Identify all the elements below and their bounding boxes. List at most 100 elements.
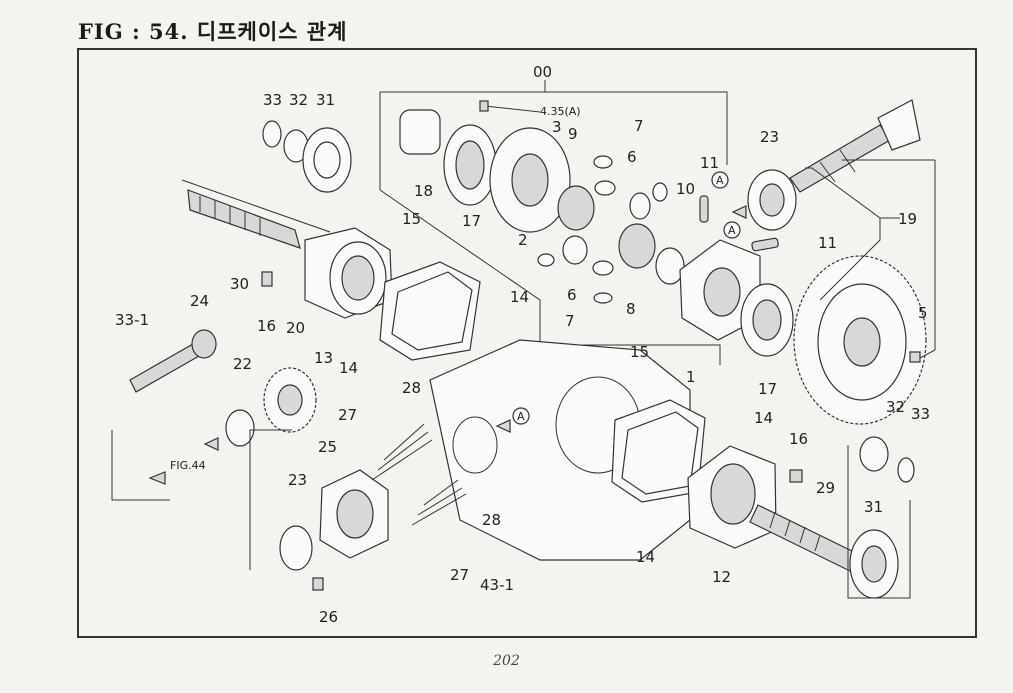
bracket-00 <box>379 80 728 190</box>
callout-16-right: 16 <box>789 430 808 448</box>
callout-27-top: 27 <box>338 406 357 424</box>
marker-a-upper <box>711 171 729 189</box>
arrow-left <box>203 437 219 451</box>
part-26-bolt <box>312 577 324 591</box>
callout-18: 18 <box>414 182 433 200</box>
callout-6-top: 6 <box>627 148 637 166</box>
part-19-ring-gear-bore <box>843 317 881 367</box>
part-19-pinion-head <box>877 99 921 151</box>
callout-14-bottom: 14 <box>636 548 655 566</box>
leader-30 <box>181 179 331 233</box>
callout-26: 26 <box>319 608 338 626</box>
part-30-splines <box>199 196 261 236</box>
callout-32-bottom: 32 <box>886 398 905 416</box>
part-17-bearing-lower-inner <box>752 299 782 341</box>
part-43-1-port <box>452 416 498 474</box>
leader-19 <box>805 167 900 301</box>
part-7-washer-right <box>652 182 668 202</box>
arrow-fig44 <box>148 471 166 485</box>
callout-4-35a: 4.35(A) <box>540 105 581 118</box>
callout-14-top: 14 <box>510 288 529 306</box>
marker-a-center <box>512 407 530 425</box>
part-8-side-gear <box>618 223 656 269</box>
diagram-frame <box>77 48 977 638</box>
part-33-snap-ring <box>262 120 282 148</box>
part-4-bolt-head <box>479 100 489 112</box>
marker-a-upper-label: A <box>716 174 724 187</box>
callout-22: 22 <box>233 355 252 373</box>
part-10-washer <box>655 247 685 285</box>
part-6-pinion-right <box>629 192 651 220</box>
part-22-seal <box>225 409 255 447</box>
part-31-bearing-inner <box>313 141 341 179</box>
part-14-gasket-upper-b <box>391 271 473 351</box>
callout-2: 2 <box>518 231 528 249</box>
arrow-right <box>731 205 747 219</box>
marker-a-right-label: A <box>728 224 736 237</box>
part-6-pinion-top <box>593 155 613 169</box>
part-33-snap-ring-lower <box>897 457 915 483</box>
callout-9: 9 <box>568 125 578 143</box>
part-11-pin-lower <box>751 237 779 252</box>
part-6-pinion-bottom <box>592 260 614 276</box>
callout-24: 24 <box>190 292 209 310</box>
part-16-bolt <box>261 271 273 287</box>
arrow-center <box>495 419 511 433</box>
part-20-gear-hub <box>277 384 303 416</box>
part-19-splines <box>819 149 856 183</box>
callout-17-bottom: 17 <box>758 380 777 398</box>
part-6-pinion-left <box>562 235 588 265</box>
callout-5: 5 <box>918 304 928 322</box>
callout-3: 3 <box>552 118 562 136</box>
callout-17-top: 17 <box>462 212 481 230</box>
callout-14-left: 14 <box>339 359 358 377</box>
callout-16-left: 16 <box>257 317 276 335</box>
callout-7-bottom: 7 <box>565 312 575 330</box>
callout-7-top: 7 <box>634 117 644 135</box>
callout-8: 8 <box>626 300 636 318</box>
part-5-nut <box>909 351 921 363</box>
part-29-splines <box>769 511 821 552</box>
part-27-shims-lower <box>411 479 467 526</box>
part-18-pinion <box>399 109 441 155</box>
part-9-side-gear <box>557 185 595 231</box>
callout-25: 25 <box>318 438 337 456</box>
bracket-right <box>842 159 936 359</box>
callout-28-bottom: 28 <box>482 511 501 529</box>
part-11-pin-upper <box>699 195 709 223</box>
callout-23-top: 23 <box>760 128 779 146</box>
part-27-shims-upper <box>371 423 433 481</box>
part-31-bearing-lower-inner <box>861 545 887 583</box>
part-19-pinion-shaft <box>789 124 891 193</box>
part-6-pinion <box>594 180 616 196</box>
callout-10: 10 <box>676 180 695 198</box>
callout-12: 12 <box>712 568 731 586</box>
callout-30: 30 <box>230 275 249 293</box>
callout-27-bottom: 27 <box>450 566 469 584</box>
callout-13: 13 <box>314 349 333 367</box>
part-1-hub <box>703 267 741 317</box>
bracket-lower-right <box>847 445 911 599</box>
callout-00: 00 <box>533 63 552 81</box>
part-4-bolt <box>484 105 541 113</box>
part-17-bearing-inner <box>455 140 485 190</box>
callout-32-top: 32 <box>289 91 308 109</box>
part-32-seal-lower <box>859 436 889 472</box>
part-7-washer-left <box>537 253 555 267</box>
leaders-left <box>111 429 292 570</box>
callout-fig44: FIG.44 <box>170 459 206 472</box>
callout-43-1: 43-1 <box>480 576 514 594</box>
part-16-bolt-lower <box>789 469 803 483</box>
callout-1: 1 <box>686 368 696 386</box>
callout-33-top: 33 <box>263 91 282 109</box>
marker-a-center-label: A <box>517 410 525 423</box>
part-25-bore <box>336 489 374 539</box>
callout-33-bottom: 33 <box>911 405 930 423</box>
marker-a-right <box>723 221 741 239</box>
callout-15-top: 15 <box>402 210 421 228</box>
part-23-bearing-lower <box>279 525 313 571</box>
part-2-case-hub <box>511 153 549 207</box>
callout-31-bottom: 31 <box>864 498 883 516</box>
callout-23-bottom: 23 <box>288 471 307 489</box>
